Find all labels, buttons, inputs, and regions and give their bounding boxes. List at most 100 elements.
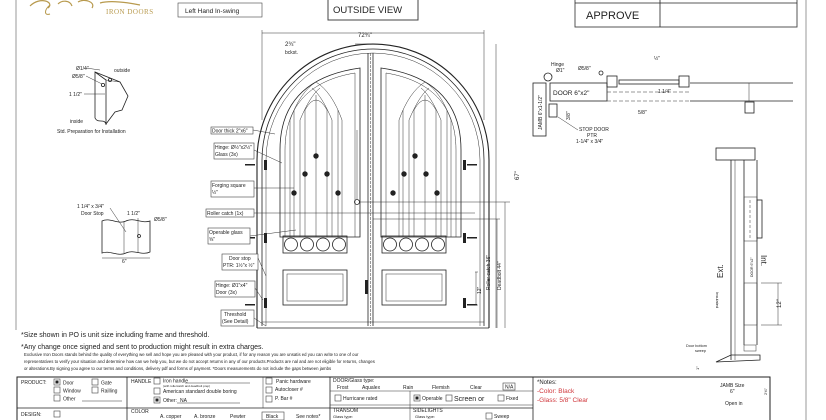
product-railling-checkbox[interactable] bbox=[91, 386, 99, 394]
approve-table: APPROVE bbox=[574, 0, 798, 28]
prep_detail-depth: 1 1/2" bbox=[69, 92, 82, 98]
form-colors-4: See notes* bbox=[296, 414, 321, 420]
change-note: *Any change once signed and sent to prod… bbox=[21, 344, 263, 351]
form-note_color: -Color: Black bbox=[537, 388, 575, 395]
forging-squares bbox=[291, 153, 440, 196]
form-product_options-2-label: Window bbox=[63, 389, 81, 395]
product-window-checkbox[interactable] bbox=[53, 386, 61, 394]
callouts-door_thick: Door thick 2"x6" bbox=[212, 129, 248, 135]
form-product_options-1-label: Gate bbox=[101, 381, 112, 387]
prep_detail-inside: inside bbox=[70, 119, 83, 125]
screen-checkbox[interactable] bbox=[445, 394, 453, 402]
order-form: PRODUCT: Door Gate Window Railling Other… bbox=[16, 376, 771, 420]
form-pbar: P. Bar # bbox=[275, 396, 293, 402]
dimensions-panel: 12" bbox=[477, 286, 483, 294]
product-door-checkbox[interactable] bbox=[53, 378, 61, 386]
form-colors-0: A. copper bbox=[160, 414, 182, 420]
form-colors-3: Black bbox=[266, 414, 279, 420]
callouts-hinge_door_1: Hinge: Ø1"x4" bbox=[216, 283, 248, 289]
view-title-box bbox=[327, 0, 419, 21]
prep_detail-hole1: Ø1/4" bbox=[76, 66, 89, 72]
top_section-door: DOOR 6"x2" bbox=[553, 90, 590, 97]
callouts-hinge_glass_1: Hinge: Ø½"x2½" bbox=[215, 144, 252, 151]
top_section-stop_1: STOP DOOR bbox=[579, 127, 609, 133]
form-handle_other: Other: bbox=[163, 398, 177, 404]
side_section-sweep_2: sweep bbox=[695, 349, 706, 353]
form-glass_types-5: N/A bbox=[505, 385, 514, 391]
form-product_options-0-label: Door bbox=[63, 381, 74, 387]
form-note_glass: -Glass: 5/8" Clear bbox=[537, 397, 589, 404]
handle-other-checkbox[interactable] bbox=[153, 396, 161, 404]
callouts: Door thick 2"x6" Hinge: Ø½"x2½"Glass (3x… bbox=[205, 126, 475, 327]
side_section-ext: Ext. bbox=[716, 264, 725, 278]
top_section-jamb: JAMB 6"x1-1/2" bbox=[538, 95, 544, 130]
form-handle_other_value: NA bbox=[180, 398, 188, 404]
side_section-jamb_value: 6" bbox=[730, 389, 735, 395]
panic-checkbox[interactable] bbox=[265, 377, 273, 385]
design-checkbox[interactable] bbox=[53, 410, 61, 418]
handle-american-checkbox[interactable] bbox=[153, 387, 161, 395]
product-gate-checkbox[interactable] bbox=[91, 378, 99, 386]
form-glass_types-4: Clear bbox=[470, 385, 482, 391]
side_section-open: Open in bbox=[725, 401, 743, 407]
prep_detail-hole2: Ø5/8" bbox=[72, 74, 85, 80]
side_section-jamb_size: JAMB Size bbox=[720, 383, 745, 389]
callouts-forging_2: ½" bbox=[212, 189, 218, 196]
fixed-checkbox[interactable] bbox=[497, 394, 505, 402]
top_section-glass_half: ½" bbox=[654, 55, 660, 62]
form-glass_types-1: Aqualex bbox=[362, 385, 381, 391]
callouts-operable_1: Operable glass bbox=[209, 230, 243, 236]
doorstop_detail-width: 6" bbox=[122, 259, 127, 265]
form-fixed: Fixed bbox=[506, 396, 518, 402]
form-glass_types-3: Flemish bbox=[432, 385, 450, 391]
product-other-checkbox[interactable] bbox=[53, 394, 61, 402]
form-notes_title: *Notes: bbox=[537, 380, 557, 386]
terms-line-1: Exclusive Iron Doors stands behind the q… bbox=[24, 352, 359, 357]
top_section-stop_2: PTR bbox=[587, 133, 597, 139]
form-hurricane: Hurricane rated bbox=[343, 396, 378, 402]
doorstop_detail-size: 1 1/4" x 3/4" bbox=[77, 204, 104, 210]
approve-signature-field[interactable] bbox=[662, 5, 795, 25]
callouts-roller: Roller catch (1x) bbox=[207, 211, 244, 217]
operable-checkbox[interactable] bbox=[413, 394, 421, 402]
dimensions-backset_label: bckst. bbox=[285, 50, 298, 56]
dimensions-backset: 2¾" bbox=[285, 42, 295, 48]
hurricane-checkbox[interactable] bbox=[334, 394, 342, 402]
top_section-glass_depth: 1 1/4" bbox=[658, 89, 671, 95]
form-handle_iron_sub: (with rollercatch and deadbolt prep) bbox=[163, 384, 210, 388]
dimensions-roller_catch: Roller catch 36" bbox=[486, 255, 492, 290]
top_section-bottom_frac: 5/8" bbox=[638, 110, 647, 116]
top_section-hinge_size: Ø1" bbox=[556, 68, 565, 74]
form-sidelights: SIDELIGHTS bbox=[413, 408, 443, 414]
dimensions-deadbolt: Deadbolt 44" bbox=[497, 261, 503, 290]
doorstop_detail-hole: Ø5/8" bbox=[154, 217, 167, 223]
approve-label: APPROVE bbox=[586, 10, 639, 22]
side_section-sweep_1: Door bottom bbox=[686, 344, 707, 348]
doorstop_detail-offset: 1 1/2" bbox=[127, 211, 140, 217]
side_section-threshold_h: 2⅝" bbox=[763, 387, 768, 395]
top_section-stop_offset: 3/8" bbox=[566, 111, 572, 120]
size-note: *Size shown in PO is unit size including… bbox=[21, 332, 209, 339]
autocloser-checkbox[interactable] bbox=[265, 386, 273, 394]
form-design_label: DESIGN: bbox=[21, 412, 42, 418]
handle-iron-checkbox[interactable] bbox=[153, 377, 161, 385]
side_section-insulated: Insulated bbox=[715, 292, 720, 308]
side-section-detail: DOOR 6"x2" Ext. Int. Insulated 12" Door … bbox=[686, 147, 783, 407]
swing-label: Left Hand In-swing bbox=[185, 8, 240, 15]
callouts-stop_2: PTR: 1½"x ½" bbox=[223, 262, 255, 269]
callouts-forging_1: Forging square bbox=[212, 183, 246, 189]
swing-box bbox=[177, 2, 263, 18]
form-product_options-3-label: Railling bbox=[101, 389, 118, 395]
form-autocloser: Autocloser # bbox=[275, 387, 303, 393]
form-sweep: Sweep bbox=[494, 414, 510, 420]
sweep-checkbox[interactable] bbox=[485, 412, 493, 420]
form-glass_type_label: DOOR/Glass type: bbox=[333, 378, 374, 384]
form-product_label: PRODUCT: bbox=[21, 380, 47, 386]
doorstop_detail-label: Door Stop bbox=[81, 211, 104, 217]
top_section-stop_3: 1-1/4" x 3/4" bbox=[576, 139, 603, 145]
form-handle_american: American standard double boring bbox=[163, 389, 237, 395]
pbar-checkbox[interactable] bbox=[265, 395, 273, 403]
form-sidelights_glass: Glass type: bbox=[415, 414, 435, 419]
brand-logo: IRON DOORS bbox=[29, 0, 153, 16]
form-operable: Operable bbox=[422, 396, 443, 402]
